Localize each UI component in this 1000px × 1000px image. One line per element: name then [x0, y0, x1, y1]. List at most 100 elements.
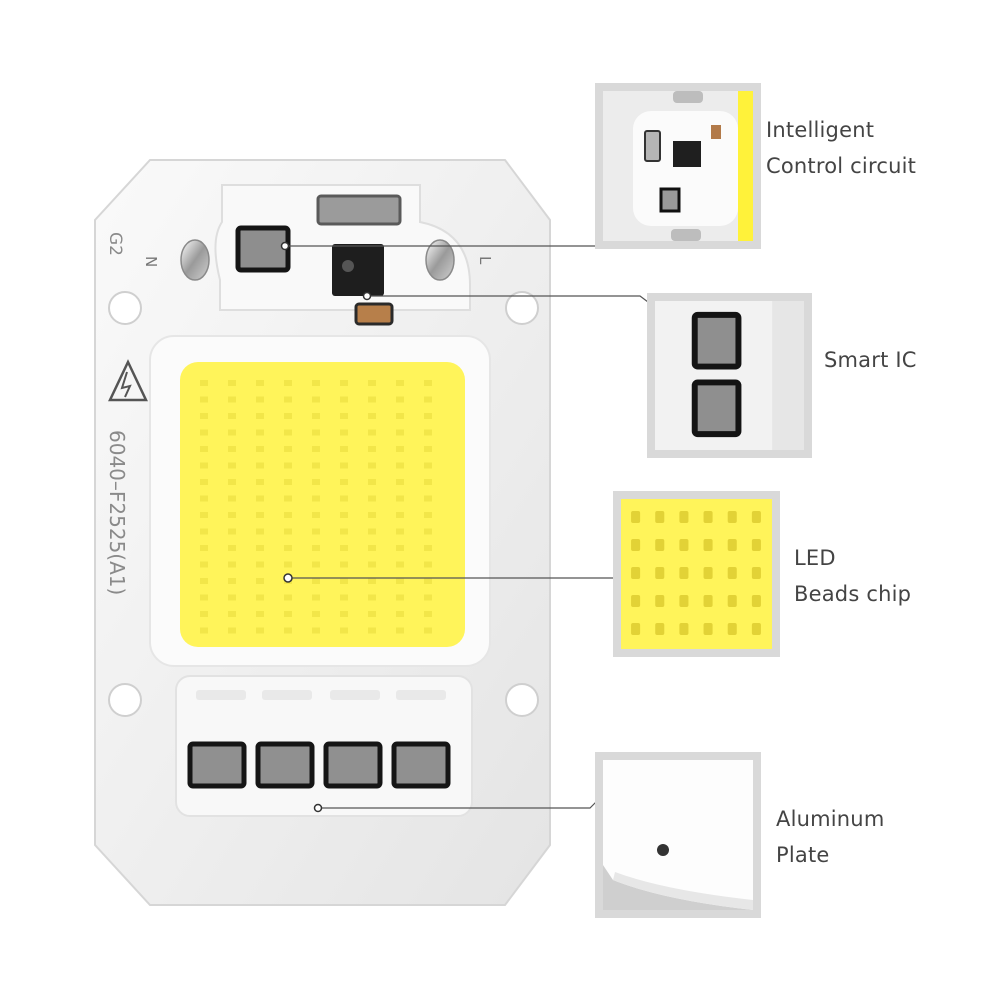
led-bead-zoom	[655, 567, 665, 579]
label-line: Intelligent	[766, 118, 875, 142]
led-bead-zoom	[727, 623, 737, 635]
led-bead-zoom	[751, 539, 761, 551]
led-bead-zoom	[655, 595, 665, 607]
label-aluminum-plate: Aluminum Plate	[776, 801, 884, 873]
leader-dot	[362, 291, 372, 301]
led-bead	[284, 627, 292, 634]
led-bead	[424, 594, 432, 601]
led-bead	[396, 429, 404, 436]
led-bead	[200, 462, 208, 469]
led-bead-zoom	[631, 511, 641, 523]
led-bead-zoom	[727, 567, 737, 579]
led-bead	[340, 446, 348, 452]
led-bead	[200, 429, 208, 436]
led-bead	[228, 413, 236, 419]
led-bead	[228, 611, 236, 617]
led-bead	[396, 396, 404, 403]
led-bead-zoom	[703, 595, 713, 607]
leader-dot	[313, 803, 323, 813]
label-led-chip: LED Beads chip	[794, 540, 911, 612]
led-bead	[256, 545, 264, 551]
leader-line-aluminum-plate	[318, 801, 597, 809]
led-bead	[312, 578, 320, 584]
label-line: Control circuit	[766, 154, 917, 178]
led-bead	[284, 611, 292, 617]
smart-ic-dot	[342, 260, 354, 272]
led-bead-zoom	[655, 539, 665, 551]
led-bead	[340, 462, 348, 469]
led-bead	[396, 512, 404, 518]
board-marking-rev: G2	[105, 232, 125, 256]
led-bead	[396, 611, 404, 617]
led-bead	[340, 512, 348, 518]
led-bead	[340, 528, 348, 535]
smart-ic-chip	[332, 244, 384, 296]
led-bead-zoom	[751, 595, 761, 607]
led-bead	[284, 396, 292, 403]
led-bead	[312, 413, 320, 419]
led-bead	[228, 462, 236, 469]
led-bead	[284, 561, 292, 568]
led-bead	[424, 479, 432, 485]
label-line: LED	[794, 546, 836, 570]
led-bead	[424, 611, 432, 617]
led-bead	[396, 528, 404, 535]
rectifier-pad	[235, 225, 291, 273]
led-bead	[340, 611, 348, 617]
led-bead	[368, 578, 376, 584]
callout-image-led-chip	[613, 491, 780, 657]
led-bead	[424, 396, 432, 403]
led-bead	[424, 413, 432, 419]
led-bead	[396, 545, 404, 551]
resistor	[316, 194, 402, 226]
led-bead	[340, 413, 348, 419]
led-bead	[368, 479, 376, 485]
label-control-circuit: Intelligent Control circuit	[766, 112, 916, 184]
led-bead	[200, 528, 208, 535]
led-bead-zoom	[727, 511, 737, 523]
led-bead	[200, 545, 208, 551]
led-bead	[284, 413, 292, 419]
led-bead-zoom	[631, 623, 641, 635]
led-bead	[256, 429, 264, 436]
connection-pad	[391, 741, 451, 789]
led-bead	[424, 512, 432, 518]
led-bead-zoom	[679, 511, 689, 523]
led-bead	[256, 627, 264, 634]
faint-pad-row	[196, 690, 446, 700]
callout-image-aluminum-plate	[595, 752, 761, 918]
led-bead-zoom	[679, 567, 689, 579]
led-bead	[284, 545, 292, 551]
led-bead	[312, 611, 320, 617]
led-bead	[396, 380, 404, 386]
led-bead	[396, 413, 404, 419]
leader-dot	[283, 573, 293, 583]
led-bead	[256, 561, 264, 568]
led-bead	[200, 413, 208, 419]
led-bead	[340, 627, 348, 634]
label-line: Beads chip	[794, 582, 912, 606]
led-bead	[228, 578, 236, 584]
led-bead	[312, 479, 320, 485]
led-bead-zoom	[703, 511, 713, 523]
led-bead	[200, 446, 208, 452]
led-bead	[368, 380, 376, 386]
led-bead-zoom	[727, 595, 737, 607]
terminal-n-label: N	[142, 256, 160, 267]
terminal-l-solder	[425, 239, 455, 281]
callout-image-smart-ic	[647, 293, 812, 458]
led-bead-zoom	[727, 539, 737, 551]
led-bead-zoom	[703, 567, 713, 579]
led-bead	[200, 495, 208, 502]
connection-pad	[187, 741, 247, 789]
led-bead	[424, 495, 432, 502]
led-bead	[424, 380, 432, 386]
led-bead	[256, 611, 264, 617]
led-bead-zoom	[631, 567, 641, 579]
led-bead	[228, 495, 236, 502]
led-bead-zoom	[631, 595, 641, 607]
mounting-hole	[505, 683, 539, 717]
led-bead	[340, 594, 348, 601]
led-bead	[228, 561, 236, 568]
led-bead	[312, 561, 320, 568]
